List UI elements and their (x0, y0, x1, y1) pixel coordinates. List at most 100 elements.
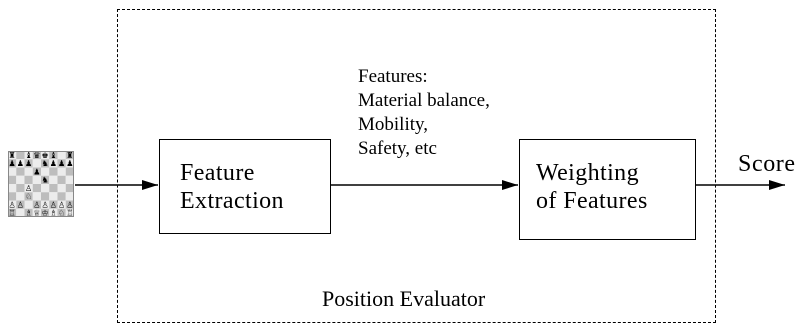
features-note-line-4: Safety, etc (358, 138, 437, 159)
board-square (57, 200, 66, 209)
chess-piece: ♝ (25, 151, 32, 160)
board-square (57, 151, 66, 160)
board-square (57, 184, 66, 193)
chess-piece: ♟ (9, 159, 16, 168)
position-evaluator-frame (117, 9, 716, 323)
weighting-label: Weighting of Features (536, 159, 648, 215)
chess-piece: ♙ (50, 200, 57, 209)
board-square (16, 159, 25, 168)
chess-piece: ♟ (58, 159, 65, 168)
chess-piece: ♘ (25, 192, 32, 201)
chess-piece: ♔ (42, 209, 49, 217)
chess-piece: ♗ (25, 209, 32, 217)
feature-extraction-label: Feature Extraction (180, 159, 284, 215)
chess-piece: ♘ (58, 209, 65, 217)
board-square (16, 200, 25, 209)
chess-piece: ♗ (50, 209, 57, 217)
weighting-line-1: Weighting (536, 160, 639, 186)
board-square (41, 208, 50, 217)
board-square (8, 151, 17, 160)
chess-piece: ♖ (9, 209, 16, 217)
chess-piece: ♟ (33, 167, 40, 176)
board-square (8, 167, 17, 176)
feature-extraction-block (159, 139, 331, 234)
chess-piece: ♟ (17, 159, 24, 168)
board-square (41, 184, 50, 193)
chess-piece: ♙ (66, 200, 73, 209)
board-square (41, 175, 50, 184)
board-square (49, 175, 58, 184)
position-evaluator-label: Position Evaluator (322, 286, 486, 311)
chess-piece: ♞ (42, 159, 49, 168)
board-square (24, 167, 33, 176)
board-square (8, 175, 17, 184)
board-square (65, 192, 74, 201)
chess-piece: ♙ (25, 184, 32, 193)
board-square (41, 159, 50, 168)
board-square (24, 151, 33, 160)
board-square (32, 151, 41, 160)
board-square (41, 192, 50, 201)
feature-extraction-line-1: Feature (180, 160, 255, 186)
features-note: Features: Material balance, Mobility, Sa… (358, 65, 490, 161)
board-square (8, 200, 17, 209)
board-square (32, 208, 41, 217)
board-square (8, 159, 17, 168)
chess-piece: ♟ (66, 159, 73, 168)
board-square (65, 167, 74, 176)
board-square (32, 159, 41, 168)
board-square (57, 192, 66, 201)
board-square (49, 167, 58, 176)
board-square (57, 208, 66, 217)
board-square (16, 208, 25, 217)
board-square (32, 192, 41, 201)
chess-piece: ♜ (66, 151, 73, 160)
board-square (65, 184, 74, 193)
board-square (16, 184, 25, 193)
board-square (57, 167, 66, 176)
board-square (49, 159, 58, 168)
chess-piece: ♝ (50, 151, 57, 160)
score-label: Score (738, 151, 796, 177)
board-square (32, 167, 41, 176)
chess-piece: ♜ (9, 151, 16, 160)
board-square (49, 184, 58, 193)
board-square (49, 200, 58, 209)
chess-piece: ♟ (25, 159, 32, 168)
board-square (8, 192, 17, 201)
weighting-line-2: of Features (536, 188, 648, 214)
board-square (8, 208, 17, 217)
chess-piece: ♚ (42, 151, 49, 160)
board-square (8, 184, 17, 193)
features-note-line-3: Mobility, (358, 114, 429, 135)
board-square (41, 200, 50, 209)
board-square (57, 175, 66, 184)
board-square (49, 192, 58, 201)
board-square (57, 159, 66, 168)
chess-piece: ♟ (50, 159, 57, 168)
chess-piece: ♞ (42, 176, 49, 185)
features-note-line-2: Material balance, (358, 90, 490, 111)
board-square (49, 208, 58, 217)
board-square (16, 167, 25, 176)
board-square (65, 151, 74, 160)
board-square (65, 159, 74, 168)
board-square (16, 151, 25, 160)
board-square (32, 200, 41, 209)
chess-piece: ♙ (9, 200, 16, 209)
features-note-line-1: Features: (358, 66, 428, 87)
board-border (8, 151, 74, 217)
feature-extraction-line-2: Extraction (180, 188, 284, 214)
board-square (24, 159, 33, 168)
board-square (32, 175, 41, 184)
board-square (65, 208, 74, 217)
chess-piece: ♙ (33, 200, 40, 209)
chess-board-icon: ♜♝♛♚♝♜♟♟♟♞♟♟♟♟♞♙♘♙♙♙♙♙♙♙♖♗♕♔♗♘♖ (8, 151, 74, 218)
chess-piece: ♖ (66, 209, 73, 217)
chess-piece: ♙ (42, 200, 49, 209)
board-square (24, 184, 33, 193)
chess-piece: ♙ (17, 200, 24, 209)
board-square (65, 200, 74, 209)
chess-piece: ♛ (33, 151, 40, 160)
